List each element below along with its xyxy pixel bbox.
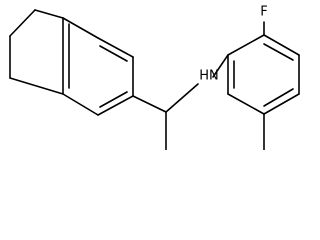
bond (263, 88, 294, 107)
bond (9, 9, 36, 37)
bond (9, 77, 64, 95)
bond (99, 45, 128, 62)
fluoro-methyl-phenyl-ring (212, 21, 300, 150)
bond (97, 95, 134, 116)
amine-atom-label: HN (199, 69, 219, 84)
bond (263, 43, 294, 61)
bond (34, 9, 64, 19)
bond (132, 95, 167, 113)
ethyl-linker (132, 83, 199, 150)
molecule-structure: F HN (9, 5, 300, 150)
bond (62, 93, 99, 116)
bond (263, 93, 300, 115)
indane-benzene-ring (62, 17, 134, 116)
bond (227, 93, 265, 115)
bond (97, 37, 134, 58)
cyclopentane-ring (9, 9, 64, 95)
bond (165, 83, 199, 113)
bond (212, 54, 229, 78)
bond (62, 17, 99, 39)
fluorine-atom-label: F (260, 5, 267, 20)
bond (263, 34, 300, 56)
bond (99, 91, 128, 108)
bond (227, 34, 265, 56)
